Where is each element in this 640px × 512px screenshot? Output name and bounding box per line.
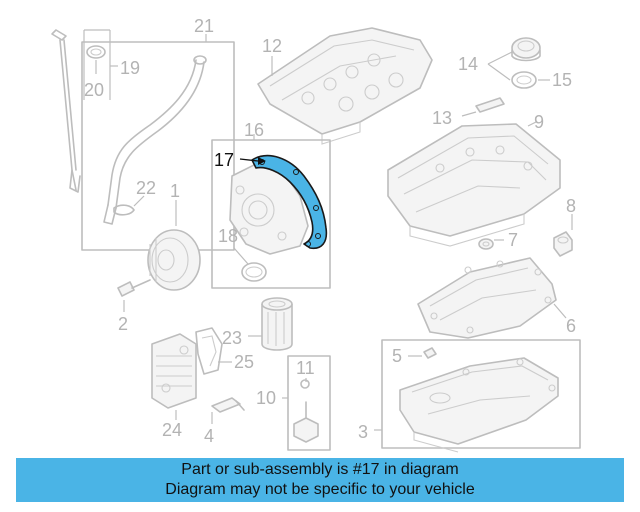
callout-25: 25 — [234, 352, 254, 372]
callout-2: 2 — [118, 314, 128, 334]
oil-filter-part — [248, 297, 293, 351]
oil-pan-part — [399, 357, 559, 453]
parts-diagram: 1 2 3 4 5 6 7 8 9 10 11 12 13 14 15 16 1… — [51, 16, 581, 453]
part-info-banner: Part or sub-assembly is #17 in diagram D… — [16, 458, 624, 502]
callout-9: 9 — [534, 112, 544, 132]
oil-filler-seal-part — [511, 71, 537, 89]
bracket-part — [211, 397, 245, 424]
drain-plug-seal-part — [478, 238, 504, 250]
callout-21: 21 — [194, 16, 214, 36]
cylinder-head-cover-part — [257, 27, 433, 145]
timing-cover-gasket-highlighted — [251, 154, 328, 250]
callout-23: 23 — [222, 328, 242, 348]
oil-cooler-gasket-part — [195, 327, 232, 375]
callout-12: 12 — [262, 36, 282, 56]
tube-clip-part — [113, 195, 145, 216]
oil-cooler-part — [151, 333, 197, 420]
drain-bolt-part — [408, 347, 437, 359]
callout-10: 10 — [256, 388, 276, 408]
dipstick-part — [51, 29, 81, 193]
gasket-strip-part — [461, 97, 505, 117]
callout-24: 24 — [162, 420, 182, 440]
callout-frame-10 — [287, 355, 331, 451]
oil-level-sensor-part — [293, 378, 319, 443]
callout-15: 15 — [552, 70, 572, 90]
callout-6: 6 — [566, 316, 576, 336]
callout-20: 20 — [84, 80, 104, 100]
callout-5: 5 — [392, 346, 402, 366]
callout-17: 17 — [214, 150, 234, 170]
callout-frame-3 — [381, 339, 581, 449]
oil-filler-cap-part — [511, 37, 541, 62]
dipstick-oring-part — [86, 45, 106, 74]
timing-cover-part — [229, 163, 309, 255]
oil-pressure-switch-part — [553, 214, 573, 257]
callout-11: 11 — [296, 358, 315, 378]
crank-pulley-part — [147, 200, 201, 291]
oil-pump-carrier-part — [417, 257, 567, 339]
callout-14: 14 — [458, 54, 478, 74]
callout-1: 1 — [170, 181, 180, 201]
callout-19: 19 — [120, 58, 140, 78]
upper-block-section-part — [387, 123, 561, 247]
callout-22: 22 — [136, 178, 156, 198]
callout-frame-16 — [211, 139, 331, 289]
callout-8: 8 — [566, 196, 576, 216]
crank-bolt-part — [117, 279, 151, 312]
callout-16: 16 — [244, 120, 264, 140]
callout-18: 18 — [218, 226, 238, 246]
banner-line-part-number: Part or sub-assembly is #17 in diagram — [181, 461, 459, 478]
callout-7: 7 — [508, 230, 518, 250]
callout-4: 4 — [204, 426, 214, 446]
dipstick-tube-part — [103, 55, 207, 225]
banner-line-disclaimer: Diagram may not be specific to your vehi… — [165, 481, 475, 498]
callout-3: 3 — [358, 422, 368, 442]
callout-13: 13 — [432, 108, 452, 128]
leader-17 — [239, 157, 266, 165]
front-seal-part — [233, 247, 267, 282]
